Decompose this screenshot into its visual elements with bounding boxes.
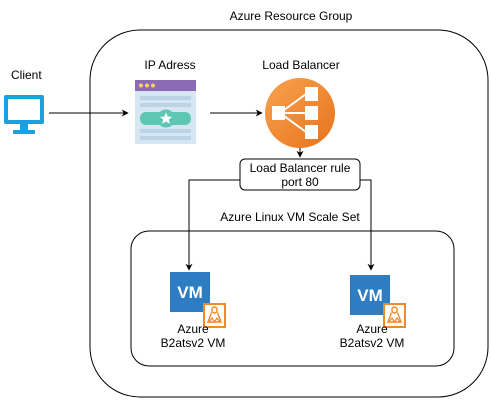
vm-badge-label: VM: [177, 283, 203, 302]
vm-icon: VM: [350, 275, 390, 315]
linux-icon: [203, 303, 226, 328]
load-balancer-label: Load Balancer: [262, 58, 340, 72]
lb-rule-box: [239, 158, 361, 191]
linux-icon: [383, 303, 406, 328]
scale-set-title: Azure Linux VM Scale Set: [220, 210, 360, 224]
ip-address-label: IP Adress: [144, 58, 196, 72]
rule-to-vm1-arrow: [185, 179, 240, 271]
vm-badge-label: VM: [357, 286, 383, 305]
vm2-label-line2: B2atsv2 VM: [339, 336, 405, 350]
vm1-label-line2: B2atsv2 VM: [160, 336, 226, 350]
rule-to-vm2-arrow: [360, 179, 375, 271]
public-ip-icon: [135, 80, 196, 144]
lb-rule-line2: port 80: [281, 175, 319, 189]
resource-group-title: Azure Resource Group: [229, 9, 353, 23]
vm1-label-line1: Azure: [177, 322, 209, 336]
lb-rule-line1: Load Balancer rule: [249, 161, 351, 175]
load-balancer-icon: [265, 78, 335, 148]
resource-group-container: [89, 29, 489, 398]
client-label: Client: [11, 68, 42, 82]
scale-set-container: [130, 230, 455, 367]
vm2-label-line1: Azure: [356, 322, 388, 336]
monitor-icon: [4, 95, 44, 134]
